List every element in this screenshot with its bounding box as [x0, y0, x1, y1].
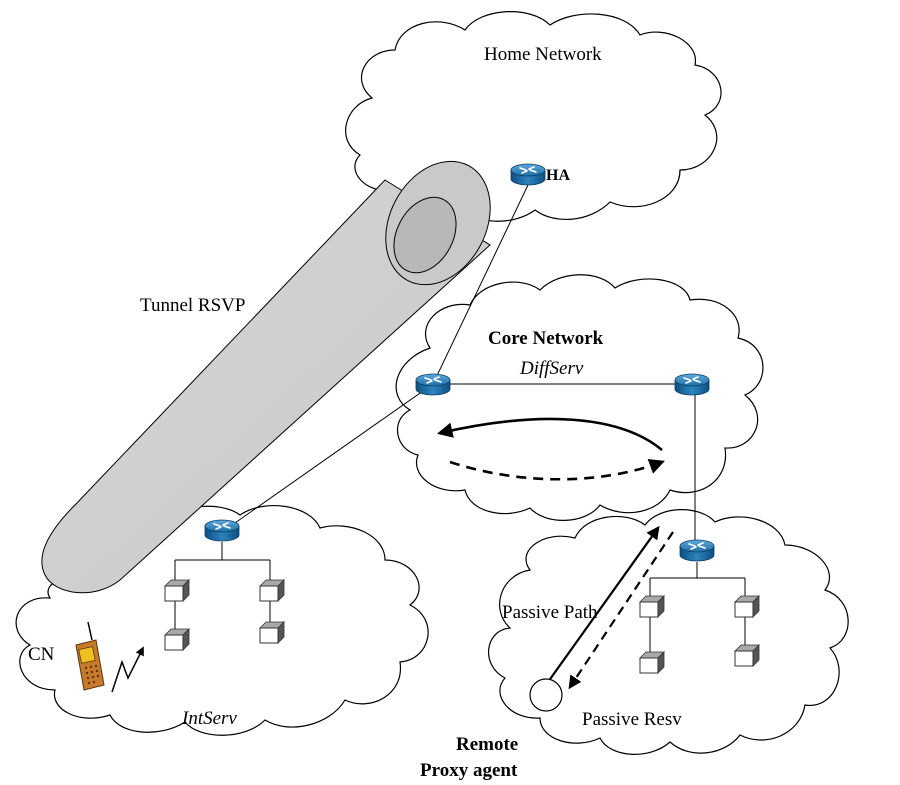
- intserv-host-4-icon: [259, 621, 285, 644]
- passive-resv-arrow: [568, 531, 674, 690]
- remote-proxy-agent-node: [529, 678, 563, 712]
- passive-host-3-icon: [639, 651, 665, 674]
- proxy-label-line1: Remote: [456, 734, 518, 755]
- rsvp-tunnel: [41, 160, 491, 594]
- passive-host-1-icon: [639, 595, 665, 618]
- passive-host-4-icon: [734, 644, 760, 667]
- wireless-signal-arrow: [111, 646, 144, 693]
- ha-label: HA: [546, 167, 570, 184]
- intserv-label: IntServ: [181, 708, 237, 729]
- link-ha-core: [432, 184, 529, 385]
- intserv-router-icon: [204, 519, 240, 542]
- passive-host-tree: [649, 562, 746, 655]
- passive-resv-label: Passive Resv: [582, 709, 682, 730]
- core-left-router-icon: [415, 373, 451, 396]
- core-network-sublabel: DiffServ: [519, 358, 584, 379]
- core-dashed-arrow: [449, 459, 665, 481]
- home-network-label: Home Network: [484, 44, 602, 65]
- proxy-label-line2: Proxy agent: [420, 760, 518, 781]
- core-solid-arrow: [436, 417, 663, 451]
- cn-label: CN: [28, 644, 55, 665]
- intserv-host-1-icon: [164, 579, 190, 602]
- tunnel-label: Tunnel RSVP: [140, 295, 245, 316]
- passive-path-label: Passive Path: [502, 602, 598, 623]
- core-network-cloud: [395, 274, 764, 521]
- passive-path-arrow: [547, 525, 660, 683]
- ha-router-icon: [510, 163, 546, 186]
- intserv-host-2-icon: [259, 579, 285, 602]
- passive-router-icon: [679, 539, 715, 562]
- core-right-router-icon: [674, 373, 710, 396]
- intserv-host-3-icon: [164, 628, 190, 651]
- mobile-phone-icon: [75, 621, 105, 691]
- link-core-intserv: [224, 383, 434, 531]
- passive-host-2-icon: [734, 595, 760, 618]
- core-network-label: Core Network: [488, 328, 604, 349]
- passive-cloud: [488, 509, 849, 755]
- intserv-host-tree: [174, 542, 271, 632]
